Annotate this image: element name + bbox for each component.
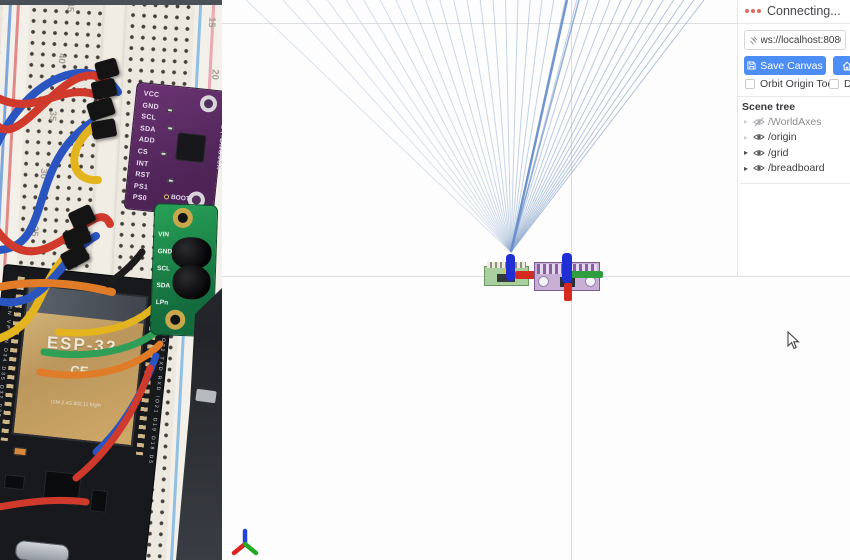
y-axis-marker	[571, 271, 603, 278]
mounting-hole	[164, 309, 186, 331]
pin-label: GND	[157, 248, 173, 256]
z-axis-marker-imu	[562, 253, 572, 283]
connection-dots-icon	[745, 9, 761, 13]
scene-tree: ▸ /WorldAxes ▸ /origin ▸ /grid ▸ /breadboard	[742, 114, 850, 176]
panel-separator	[738, 96, 850, 97]
scene-tree-item-origin[interactable]: ▸ /origin	[742, 130, 850, 146]
model-hole	[538, 276, 549, 287]
pin-label: PS0	[132, 194, 148, 203]
webcam-photo: 45403530251520505560 ESP-32 CE ISM 2.4G …	[0, 0, 222, 560]
photo-top-edge	[0, 0, 222, 5]
scene-node-name: /grid	[768, 146, 789, 159]
orbit-origin-tool-row: Orbit Origin Tool	[745, 78, 836, 90]
gizmo-y-axis	[242, 541, 259, 556]
pin-label: VIN	[158, 231, 170, 239]
desk-detail	[195, 388, 217, 404]
mounting-hole	[199, 94, 218, 114]
control-panel: Connecting... ws://localhost:8080 Save C…	[737, 0, 850, 276]
panel-separator	[740, 183, 850, 184]
expand-caret-icon[interactable]: ▸	[743, 148, 748, 158]
smd-component	[166, 107, 174, 113]
imu-side-label: GY-BNO08X	[214, 123, 222, 171]
eye-icon[interactable]	[753, 148, 765, 158]
eye-icon[interactable]	[753, 163, 765, 173]
imu-chip	[176, 133, 206, 162]
orbit-origin-checkbox[interactable]	[745, 79, 755, 89]
connection-status-label: Connecting...	[767, 4, 841, 18]
panel-separator	[738, 23, 850, 24]
home-icon	[842, 61, 850, 70]
home-view-button[interactable]	[833, 56, 850, 75]
z-axis-marker-sensor	[506, 254, 515, 281]
negative-z-axis-marker	[564, 283, 572, 301]
expand-caret-icon: ▸	[743, 117, 748, 127]
websocket-url-input[interactable]: ws://localhost:8080	[744, 30, 846, 50]
expand-caret-icon[interactable]: ▸	[743, 163, 748, 173]
second-tool-label: D	[844, 78, 850, 90]
orbit-origin-label: Orbit Origin Tool	[760, 78, 836, 90]
sensor-pin-labels: VIN GND SCL SDA LPn	[156, 226, 173, 311]
eye-slash-icon[interactable]	[753, 117, 765, 127]
x-axis-marker	[515, 271, 542, 279]
second-tool-checkbox[interactable]	[829, 79, 839, 89]
sensor-lens-bottom	[171, 264, 212, 300]
scene-node-name: /WorldAxes	[768, 115, 822, 128]
second-tool-row: D	[829, 78, 850, 90]
ray-origin-marker	[503, 269, 508, 274]
websocket-url-value: ws://localhost:8080	[760, 34, 841, 46]
smd-component	[160, 151, 167, 157]
scene-node-name: /origin	[768, 131, 797, 144]
pin-label: SCL	[156, 265, 171, 273]
expand-caret-icon: ▸	[743, 132, 748, 142]
save-icon	[747, 61, 756, 70]
smd-component	[167, 178, 174, 184]
pin-label: LPn	[155, 299, 169, 307]
scene-node-name: /breadboard	[768, 162, 825, 175]
scene-tree-title: Scene tree	[742, 101, 796, 113]
pin-label: SDA	[156, 282, 171, 290]
scene-tree-item-breadboard[interactable]: ▸ /breadboard	[742, 161, 850, 177]
axes-gizmo[interactable]	[228, 527, 262, 560]
imu-boot-label: BOOT	[163, 193, 190, 203]
mounting-hole	[172, 207, 194, 229]
scene-tree-item-grid[interactable]: ▸ /grid	[742, 145, 850, 161]
save-canvas-button[interactable]: Save Canvas	[744, 56, 826, 75]
plug-icon	[750, 36, 758, 44]
smd-component	[167, 126, 174, 131]
scene-tree-item-worldaxes[interactable]: ▸ /WorldAxes	[742, 114, 850, 130]
eye-icon[interactable]	[753, 132, 765, 142]
gizmo-x-axis	[231, 541, 248, 556]
save-canvas-label: Save Canvas	[760, 59, 823, 72]
connection-status: Connecting...	[745, 4, 841, 18]
